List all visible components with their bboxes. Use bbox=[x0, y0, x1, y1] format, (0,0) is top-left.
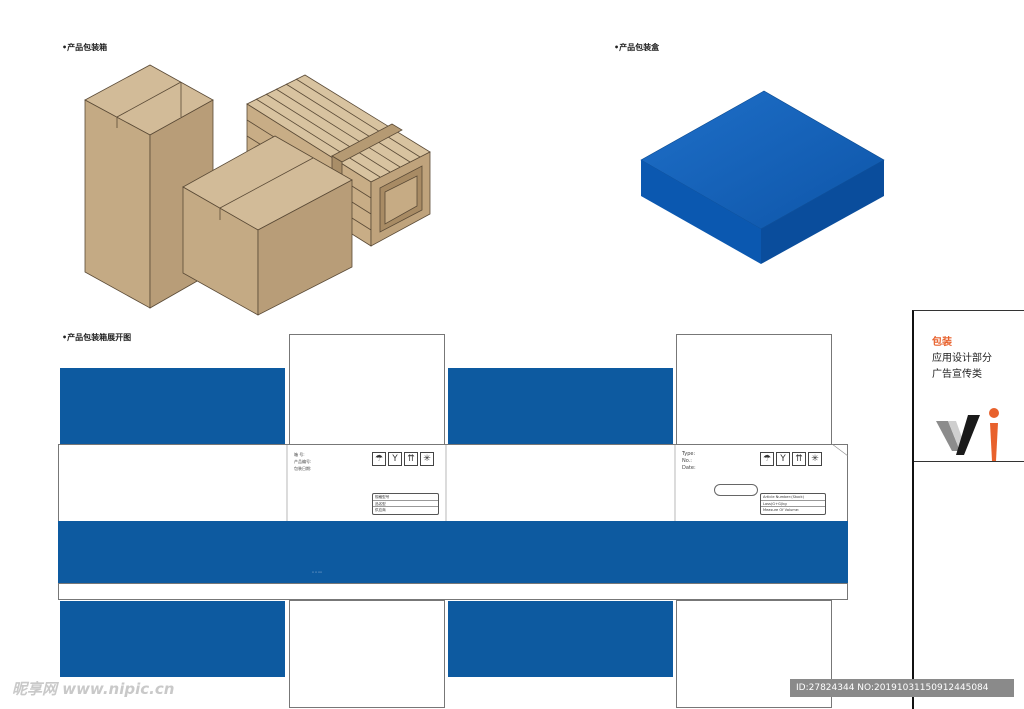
left-spec-label: 规格型号 品名型 供应商 bbox=[372, 493, 439, 515]
vi-logo bbox=[936, 408, 999, 461]
field-box-number: 箱 号: bbox=[294, 452, 305, 457]
category-panel: 包装 应用设计部分 广告宣传类 bbox=[912, 310, 1024, 709]
left-handling-icons: ☂ Y ⇈ ✳ bbox=[372, 452, 434, 466]
strip-fold-lines bbox=[286, 444, 848, 522]
panel-line-2: 广告宣传类 bbox=[932, 369, 982, 380]
flap-bottom-1 bbox=[60, 601, 285, 677]
flap-top-4 bbox=[676, 334, 832, 445]
flap-top-2 bbox=[289, 334, 445, 445]
section-title-shipping-boxes: •产品包装箱 bbox=[62, 43, 108, 52]
label-row: Measure Of Volume: bbox=[763, 508, 800, 513]
glass-icon: Y bbox=[776, 452, 790, 466]
right-handling-icons: ☂ Y ⇈ ✳ bbox=[760, 452, 822, 466]
panel-line-1: 应用设计部分 bbox=[932, 353, 992, 364]
field-type: Type: bbox=[682, 451, 696, 457]
field-date: Date: bbox=[682, 465, 696, 471]
label-row: Loss(G+G)kg bbox=[761, 501, 825, 508]
shipping-boxes-illustration bbox=[84, 64, 431, 316]
panel-divider bbox=[914, 461, 1024, 462]
flap-bottom-3 bbox=[448, 601, 673, 677]
field-pack-date: 包装日期: bbox=[294, 466, 312, 471]
right-face-fields: Type: No.: Date: bbox=[682, 451, 696, 472]
label-row: Article Number:(Stock) bbox=[761, 494, 825, 501]
left-face-fields: 箱 号: 产品编号: 包装日期: bbox=[294, 451, 311, 472]
lower-white-strip bbox=[58, 583, 848, 600]
label-row: 供应商 bbox=[375, 508, 386, 513]
field-no: No.: bbox=[682, 458, 692, 464]
front-carton bbox=[182, 135, 353, 316]
umbrella-icon: ☂ bbox=[760, 452, 774, 466]
product-box-illustration bbox=[640, 90, 885, 264]
section-title-unfolded: •产品包装箱展开图 bbox=[62, 333, 132, 342]
section-title-product-box: •产品包装盒 bbox=[614, 43, 660, 52]
this-way-up-icon: ⇈ bbox=[404, 452, 418, 466]
flap-top-3 bbox=[448, 368, 673, 444]
flap-bottom-2 bbox=[289, 600, 445, 708]
upper-white-strip bbox=[58, 444, 848, 522]
snowflake-icon: ✳ bbox=[808, 452, 822, 466]
blue-band bbox=[58, 521, 848, 583]
snowflake-icon: ✳ bbox=[420, 452, 434, 466]
watermark: 昵享网 www.nipic.cn bbox=[12, 680, 175, 698]
flap-top-1 bbox=[60, 368, 285, 444]
umbrella-icon: ☂ bbox=[372, 452, 386, 466]
handle-cutout bbox=[714, 484, 758, 496]
label-row: 规格型号 bbox=[373, 494, 438, 501]
image-id-bar: ID:27824344 NO:20191031150912445084 bbox=[790, 679, 1014, 697]
band-marks: " " "" bbox=[312, 571, 322, 576]
this-way-up-icon: ⇈ bbox=[792, 452, 806, 466]
right-spec-label: Article Number:(Stock) Loss(G+G)kg Measu… bbox=[760, 493, 826, 515]
glass-icon: Y bbox=[388, 452, 402, 466]
panel-title: 包装 bbox=[932, 337, 952, 348]
label-row: 品名型 bbox=[373, 501, 438, 508]
field-product-number: 产品编号: bbox=[294, 459, 312, 464]
